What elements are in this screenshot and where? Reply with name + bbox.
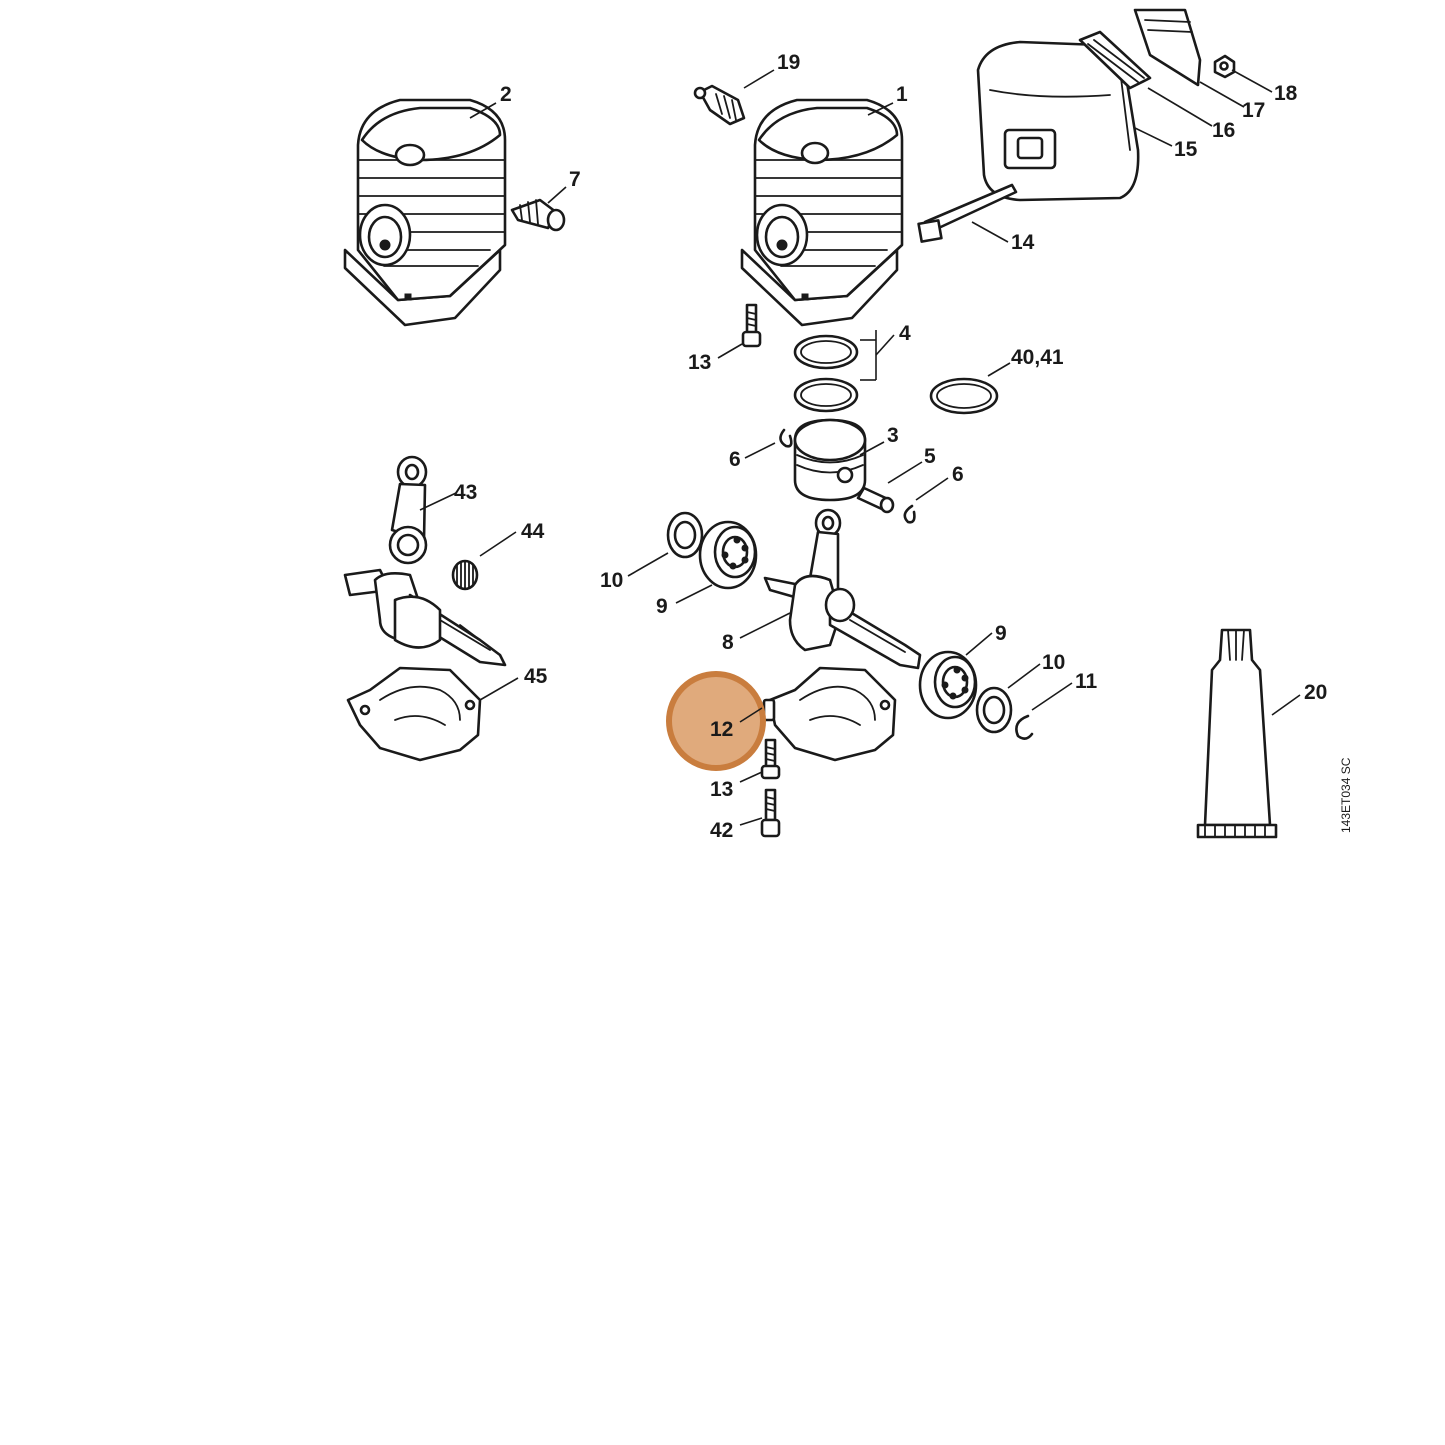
- callout-label-6-right: 6: [952, 463, 964, 486]
- callout-label-17: 17: [1242, 99, 1265, 122]
- callout-label-8: 8: [722, 631, 734, 654]
- callout-label-45: 45: [524, 665, 548, 688]
- muffler-part-15: [976, 40, 1140, 202]
- callout-label-5: 5: [924, 445, 936, 468]
- crankshaft-left: [343, 568, 507, 667]
- callout-label-16: 16: [1212, 119, 1235, 142]
- callout-label-13-bottom: 13: [710, 778, 733, 801]
- oil-seal-part-10-left: [666, 511, 704, 559]
- callout-label-9-right: 9: [995, 622, 1007, 645]
- circlip-part-6-right: [903, 504, 916, 524]
- spark-arrestor-screen-part-16: [1078, 30, 1152, 90]
- callout-label-7: 7: [569, 168, 581, 191]
- callout-label-42: 42: [710, 819, 733, 842]
- callout-label-1: 1: [896, 83, 908, 106]
- callout-label-44: 44: [521, 520, 545, 543]
- crankshaft-part-8: [763, 508, 922, 670]
- cylinder-part-1: [740, 98, 904, 327]
- callout-label-18: 18: [1274, 82, 1298, 105]
- ball-bearing-part-9-right: [918, 650, 978, 720]
- piston-pin-part-5: [856, 486, 895, 514]
- crankcase-part-45: [346, 666, 482, 762]
- bolt-part-14: [917, 183, 1018, 243]
- ball-bearing-part-9-left: [698, 520, 758, 590]
- drawing-code: 143ET034 SC: [1339, 757, 1353, 833]
- callout-label-10-left: 10: [600, 569, 623, 592]
- circlip-part-6-left: [779, 428, 793, 448]
- callout-label-19: 19: [777, 51, 800, 74]
- screw-part-42: [760, 788, 781, 838]
- screw-part-13-bottom: [760, 738, 781, 780]
- callout-label-10-right: 10: [1042, 651, 1065, 674]
- callout-label-2: 2: [500, 83, 512, 106]
- callout-label-20: 20: [1304, 681, 1327, 704]
- callout-label-4: 4: [899, 322, 911, 345]
- needle-cage-part-44: [451, 559, 479, 591]
- spark-plug-part-19: [693, 84, 746, 126]
- callout-labels: 1 2 3 4 5 6 6 7 8 9 9 10 10 11 12 13 13 …: [454, 51, 1327, 842]
- highlight-circle: [666, 671, 766, 771]
- crankcase-center: [768, 666, 897, 762]
- connecting-rod-part-43: [388, 455, 428, 565]
- piston-ring-part-40-41: [929, 377, 999, 415]
- callout-label-15: 15: [1174, 138, 1198, 161]
- nut-part-18: [1213, 54, 1236, 79]
- screw-part-13-top: [741, 303, 762, 348]
- baffle-part-17: [1133, 8, 1202, 87]
- callout-label-14: 14: [1011, 231, 1035, 254]
- callout-label-12: 12: [710, 718, 733, 741]
- oil-seal-part-10-right: [975, 686, 1013, 734]
- callout-label-6-left: 6: [729, 448, 741, 471]
- piston-part-3: [793, 418, 867, 502]
- circlip-part-11: [1015, 714, 1034, 740]
- callout-label-13-top: 13: [688, 351, 711, 374]
- grease-tube-part-20: [1196, 628, 1278, 839]
- decompression-valve-part-7: [510, 198, 566, 232]
- cylinder-part-2: [343, 98, 507, 327]
- leader-lines: [419, 69, 1301, 826]
- callout-label-40-41: 40,41: [1011, 346, 1064, 369]
- callout-label-3: 3: [887, 424, 899, 447]
- callout-label-43: 43: [454, 481, 477, 504]
- callout-label-9-left: 9: [656, 595, 668, 618]
- piston-rings-part-4: [793, 334, 859, 413]
- callout-label-11: 11: [1075, 670, 1098, 693]
